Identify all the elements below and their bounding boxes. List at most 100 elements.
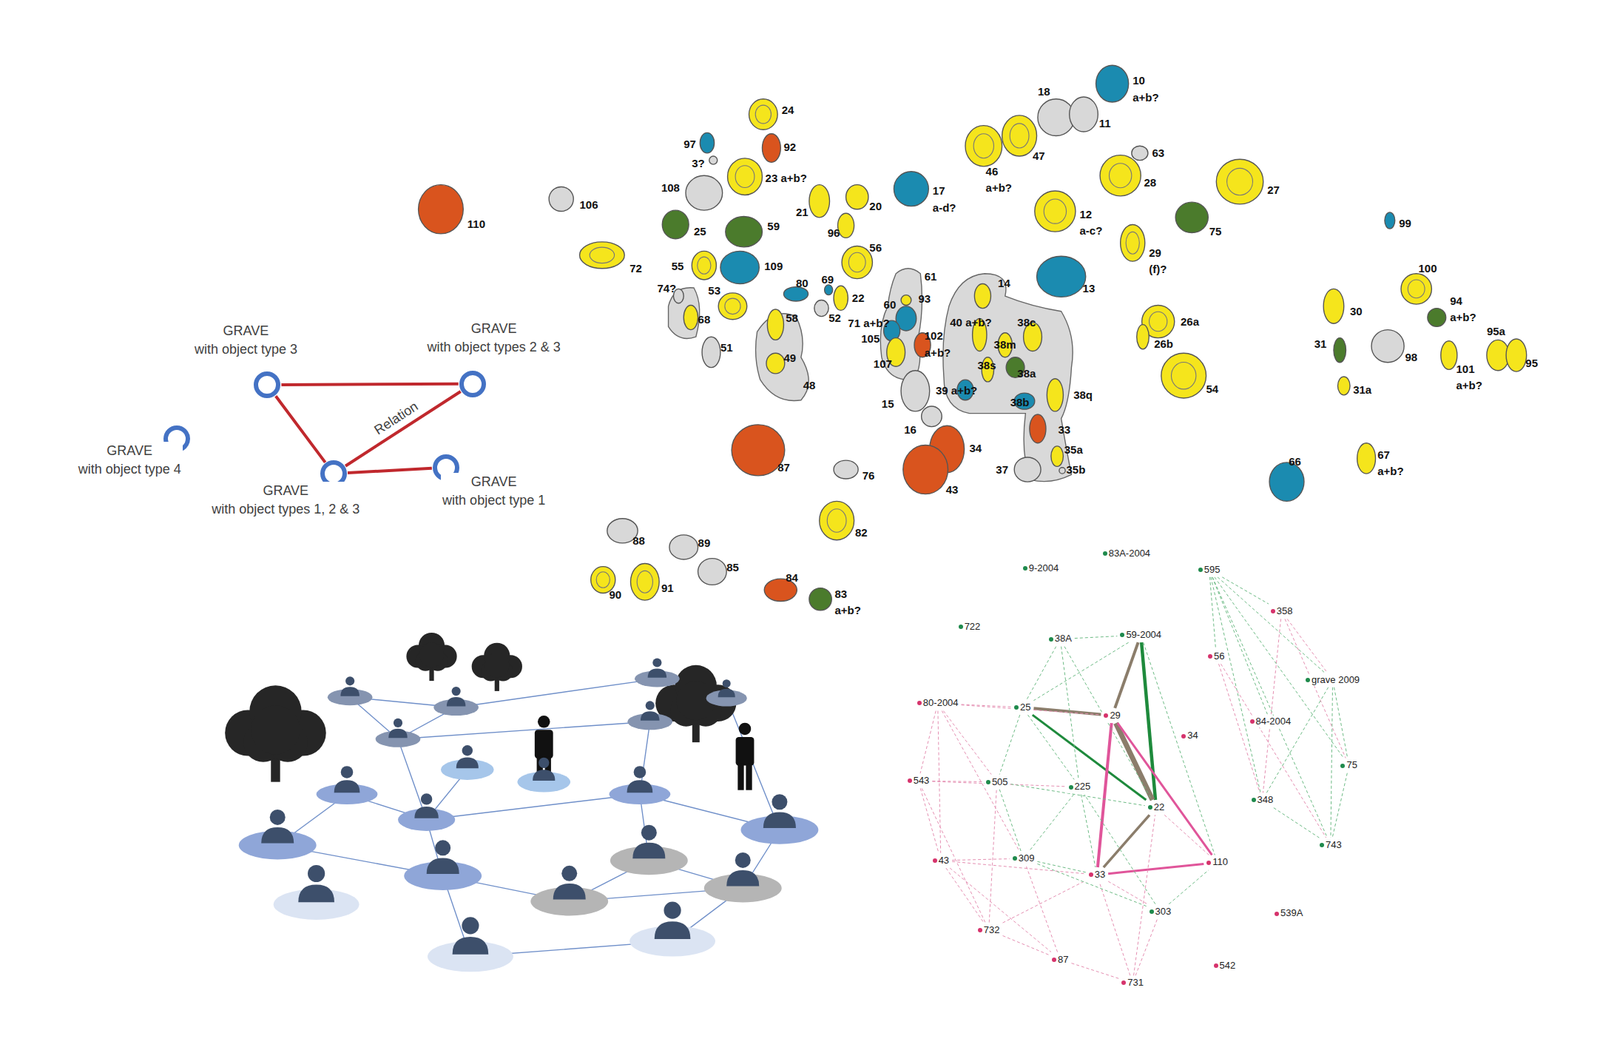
connector	[999, 789, 1021, 851]
grave-number: 24	[781, 104, 795, 116]
node-dot	[1198, 567, 1203, 572]
network-node: 34	[1179, 729, 1200, 742]
grave-number: a+b?	[986, 181, 1012, 194]
grave-pit	[900, 295, 912, 306]
inner-outline	[826, 508, 847, 532]
connector	[1033, 707, 1101, 714]
network-node: 87	[1050, 953, 1070, 966]
grave-number: 58	[785, 312, 799, 324]
connector	[1061, 646, 1080, 780]
grave-pit	[1034, 190, 1076, 232]
connector	[1080, 794, 1095, 867]
node-dot	[1251, 797, 1257, 802]
network-node: 110	[1204, 855, 1230, 868]
person-node	[316, 765, 378, 805]
person-node	[375, 718, 421, 748]
grave-pit	[1059, 467, 1066, 474]
grave-number: 27	[1267, 184, 1280, 196]
connector	[1133, 814, 1156, 975]
grave-pit	[921, 406, 943, 427]
grave-number: 15	[881, 397, 895, 410]
connector	[988, 789, 997, 923]
node-text: 542	[1219, 960, 1237, 971]
network-node: 38A	[1047, 632, 1074, 645]
inner-outline	[1108, 163, 1132, 188]
grave-pit	[1037, 99, 1075, 137]
grave-pit	[720, 250, 759, 284]
grave-pit	[1357, 443, 1376, 474]
network-node: 543	[906, 774, 932, 787]
grave-number: 20	[869, 200, 882, 212]
grave-pit	[903, 444, 949, 494]
person-node	[327, 676, 373, 705]
node-text: 309	[1018, 852, 1035, 864]
connector	[949, 867, 1052, 953]
grave-number: 91	[661, 582, 674, 594]
node-text: 732	[983, 924, 1001, 935]
node-dot	[1014, 704, 1019, 710]
inner-outline	[1125, 231, 1140, 254]
node-dot	[1103, 713, 1109, 718]
person-figure	[736, 722, 755, 791]
grave-number: 98	[1405, 351, 1419, 363]
grave-number: 63	[1151, 147, 1165, 159]
grave-pit	[1136, 324, 1150, 350]
grave-pit	[1384, 212, 1396, 229]
grave-pit	[1506, 338, 1527, 372]
grave-number: 72	[629, 262, 643, 274]
connector	[1287, 618, 1328, 672]
person-node	[706, 679, 748, 706]
grave-number: 83	[834, 588, 847, 600]
node-dot	[1149, 909, 1154, 914]
inner-outline	[973, 133, 994, 159]
inner-outline	[735, 165, 755, 188]
grave-number: 16	[903, 423, 917, 435]
person-node	[403, 839, 482, 890]
grave-number: 60	[883, 298, 897, 310]
grave-pit	[1069, 96, 1099, 132]
grave-pit	[718, 292, 748, 320]
grave-pit	[669, 534, 699, 560]
grave-pit	[1014, 457, 1041, 482]
node-text: GRAVE	[426, 319, 563, 339]
node-text: 543	[913, 775, 930, 786]
connector	[1332, 773, 1348, 838]
grave-number: 39 a+b?	[935, 384, 978, 396]
network-line	[426, 793, 640, 819]
node-dot	[1250, 719, 1255, 724]
grave-number: 48	[803, 379, 816, 391]
connector	[1114, 642, 1138, 708]
grave-node: GRAVEwith object type 1	[440, 472, 547, 510]
network-node: 29	[1102, 709, 1122, 722]
node-text: 225	[1074, 781, 1092, 792]
grave-pit	[893, 171, 929, 207]
connector	[1028, 714, 1075, 779]
connector	[1135, 918, 1157, 975]
grave-number: 11	[1099, 117, 1112, 129]
network-node: 33	[1087, 868, 1107, 881]
connector	[1212, 576, 1328, 838]
grave-number: 66	[1288, 455, 1302, 467]
grave-pit	[900, 370, 930, 412]
grave-number: 87	[777, 461, 791, 473]
grave-number: 76	[862, 469, 876, 481]
network-node: 225	[1067, 780, 1093, 793]
node-text: 595	[1204, 564, 1221, 575]
connector	[1071, 963, 1119, 979]
tree-icon	[471, 642, 523, 691]
node-dot	[1119, 632, 1125, 637]
grave-number: 37	[995, 463, 1009, 475]
node-text: 43	[938, 855, 950, 866]
grave-number: a+b?	[834, 604, 861, 616]
connector	[1273, 807, 1320, 838]
node-dot	[1340, 763, 1345, 768]
person-node	[273, 864, 360, 920]
grave-area	[668, 287, 700, 339]
connector	[920, 787, 939, 853]
connector	[1115, 722, 1153, 800]
grave-pit	[1131, 145, 1149, 160]
grave-number: 89	[698, 537, 711, 549]
grave-number: 90	[609, 588, 623, 600]
node-dot	[907, 778, 913, 783]
